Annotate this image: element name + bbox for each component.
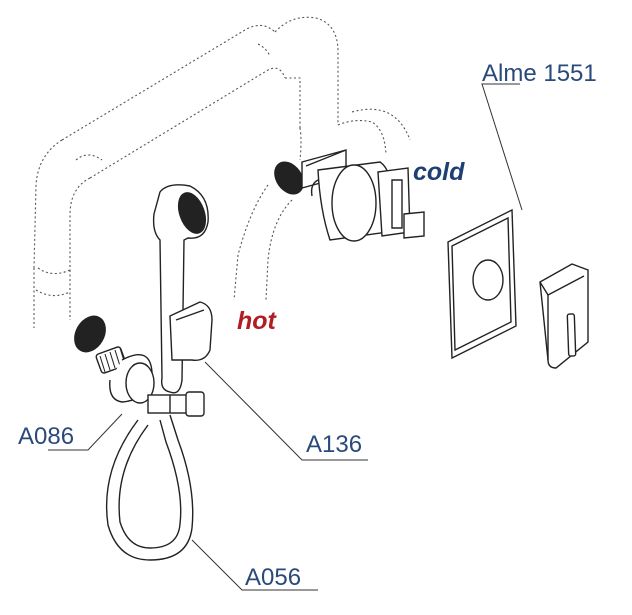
hot-water-label: hot [237,307,276,335]
angle-valve-a086 [95,346,205,417]
leader-lines [48,83,523,591]
label-a136: A136 [306,431,363,458]
hand-shower-a136 [152,184,213,394]
lever-handle [539,263,589,369]
wall-pipework [33,16,411,328]
leader-a086 [48,413,123,451]
leader-a136 [204,361,368,461]
cold-water-label: cold [413,158,465,186]
label-a086: A086 [18,423,75,450]
leader-a056 [191,539,318,591]
concealed-valve-body [301,149,425,242]
label-alme-1551: Alme 1551 [482,60,597,87]
trim-plate [447,208,517,360]
label-a056: A056 [245,564,302,591]
leader-alme [481,83,523,211]
shower-hose-a056 [105,414,194,561]
